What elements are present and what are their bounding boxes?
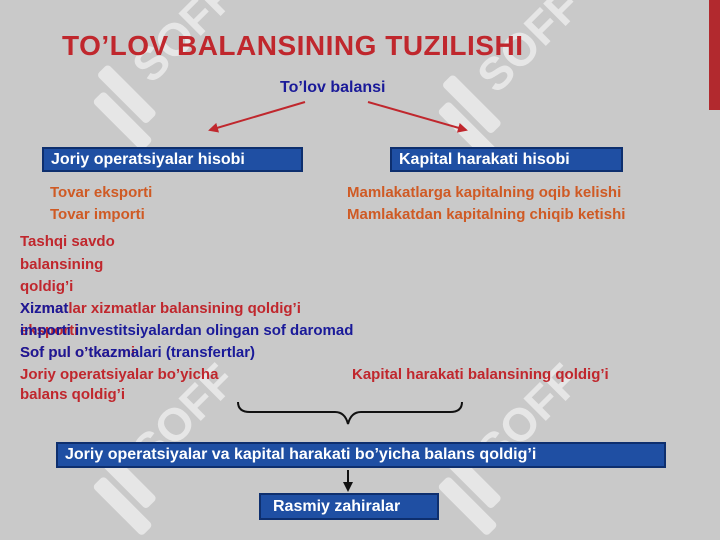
capital-inflow-item: Mamlakatlarga kapitalning oqib kelishi (347, 184, 622, 201)
watermark-logo: SOFF (93, 0, 245, 150)
root-node: To’lov balansi (280, 79, 386, 96)
goods-exports-item: Tovar eksporti (50, 184, 153, 201)
slide-title: TO’LOV BALANSINING TUZILISHI (62, 30, 524, 61)
investment-income-text: importi investitsiyalardan olingan sof d… (20, 322, 354, 339)
capital-outflow-item: Mamlakatdan kapitalning chiqib ketishi (347, 206, 626, 223)
current-balance-line-1: Joriy operatsiyalar bo’yicha (20, 366, 219, 383)
current-account-box: Joriy operatsiyalar hisobi (42, 147, 303, 172)
trade-balance-line-3: qoldig’i (20, 278, 74, 295)
combined-balance-box: Joriy operatsiyalar va kapital harakati … (56, 442, 666, 468)
services-overlay-text: Xizmat (20, 300, 69, 317)
net-transfers-text: Sof pul o’tkazmalari (transfertlar) (20, 344, 256, 361)
capital-balance-text: Kapital harakati balansining qoldig’i (352, 366, 609, 383)
trade-balance-line-2: balansining (20, 256, 104, 273)
capital-account-box: Kapital harakati hisobi (390, 147, 623, 172)
trade-balance-line-1: Tashqi savdo (20, 233, 115, 250)
official-reserves-box: Rasmiy zahiralar (259, 493, 439, 520)
watermark-logo: SOFF (438, 0, 590, 160)
net-transfers-red-text: Sof pul o’tkazmi (20, 344, 136, 361)
services-balance-text: Xizmatlar xizmatlar balansining qoldig’i (20, 300, 301, 317)
current-balance-line-2: balans qoldig’i (20, 386, 126, 403)
services-exports-text: eksporti (20, 322, 79, 339)
accent-stripe (709, 0, 720, 110)
goods-imports-item: Tovar importi (50, 206, 145, 223)
